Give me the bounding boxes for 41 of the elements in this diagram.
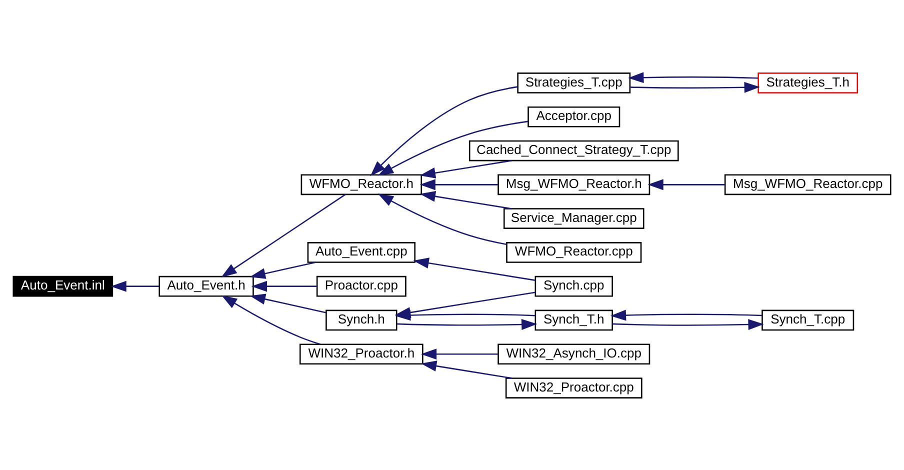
arrow xyxy=(378,120,528,176)
node-box: Acceptor.cpp xyxy=(528,106,620,127)
arrow xyxy=(420,190,512,209)
node-box: Synch.cpp xyxy=(534,275,613,296)
arrow xyxy=(630,81,760,92)
node-box: Auto_Event.inl xyxy=(12,275,114,296)
node-box: Synch.h xyxy=(326,309,398,330)
arrow xyxy=(110,280,160,292)
arrow xyxy=(250,261,316,278)
node-box: WIN32_Asynch_IO.cpp xyxy=(498,343,650,364)
arrow xyxy=(378,193,507,245)
node-box: Service_Manager.cpp xyxy=(503,208,644,228)
node-box: Strategies_T.cpp xyxy=(517,72,631,93)
node-box: Strategies_T.h xyxy=(758,72,858,93)
arrow xyxy=(396,318,538,330)
node-box: Auto_Event.cpp xyxy=(307,242,416,262)
node-box: Msg_WFMO_Reactor.h xyxy=(498,174,650,195)
arrow xyxy=(370,86,518,176)
node-box: Cached_Connect_Strategy_T.cpp xyxy=(468,140,679,161)
arrow xyxy=(221,193,346,277)
arrow xyxy=(628,72,758,83)
node-box: Auto_Event.h xyxy=(158,275,254,296)
node-box: Synch_T.h xyxy=(534,309,613,330)
arrow xyxy=(648,178,725,190)
arrow xyxy=(420,178,498,190)
node-box: Proactor.cpp xyxy=(316,275,406,296)
arrow xyxy=(420,348,498,360)
node-box: WFMO_Reactor.cpp xyxy=(506,242,642,262)
node-box: WIN32_Proactor.cpp xyxy=(505,377,642,398)
arrow xyxy=(251,280,317,292)
node-box: WIN32_Proactor.h xyxy=(299,343,424,364)
arrow xyxy=(221,294,321,344)
node-box: WFMO_Reactor.h xyxy=(300,174,422,195)
node-box: Synch_T.cpp xyxy=(762,309,854,330)
arrow xyxy=(250,293,326,313)
node-box: Msg_WFMO_Reactor.cpp xyxy=(724,174,892,195)
arrow xyxy=(420,360,512,378)
arrow xyxy=(413,257,536,280)
arrow xyxy=(394,309,536,320)
arrow xyxy=(612,318,764,330)
arrow xyxy=(610,309,762,320)
